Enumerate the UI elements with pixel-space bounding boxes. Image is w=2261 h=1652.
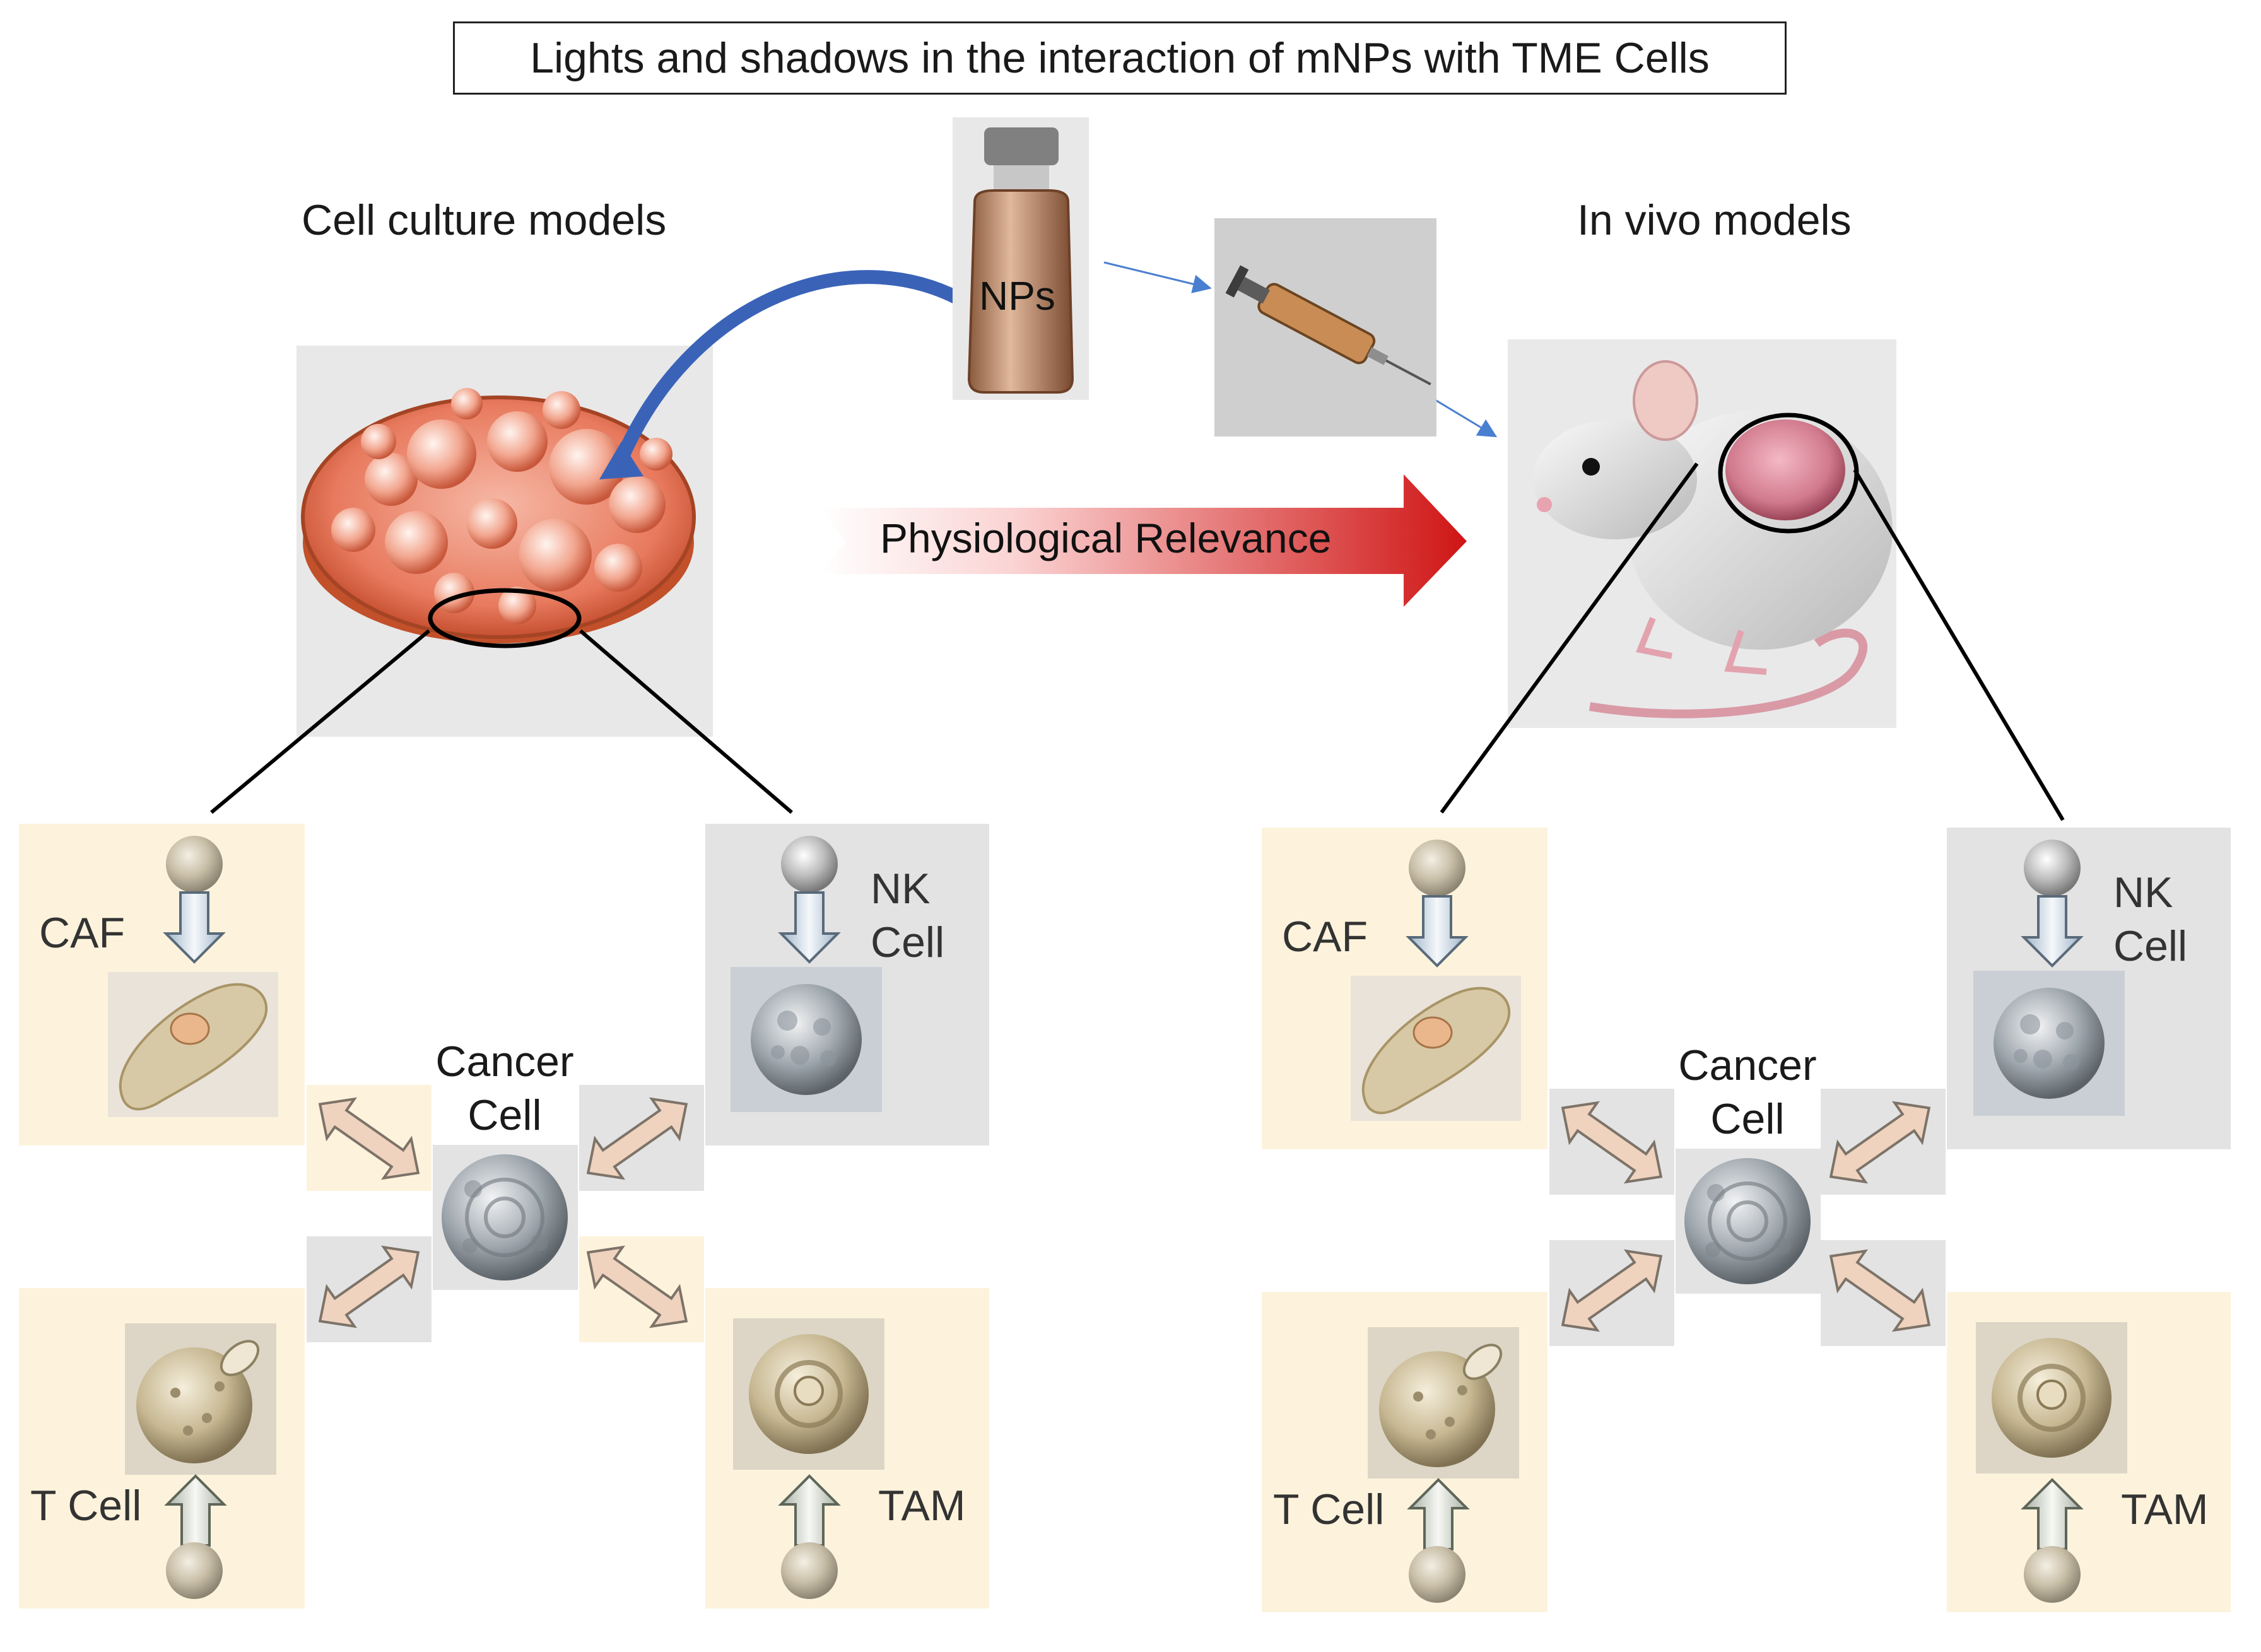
figure-title: Lights and shadows in the interaction of… — [453, 21, 1787, 95]
zoom-line-left-b — [579, 629, 793, 814]
arrow-np-to-caf-right — [1407, 895, 1467, 967]
syringe-illustration — [1214, 218, 1436, 436]
cancer-cell-image-left — [442, 1154, 568, 1280]
nk-label-right-line1: NK — [2113, 869, 2173, 917]
np-particle-caf-right — [1409, 840, 1465, 896]
arrow-np-to-nk-left — [780, 891, 839, 963]
cancer-cell-label-right-line1: Cancer — [1678, 1041, 1817, 1089]
np-particle-nk-right — [2024, 840, 2081, 896]
nk-label-right-line2: Cell — [2113, 922, 2188, 970]
cancer-cell-label-right-line2: Cell — [1710, 1095, 1785, 1143]
np-particle-nk-left — [781, 836, 838, 893]
tam-label-right: TAM — [2121, 1485, 2209, 1533]
zoom-line-right-a — [1440, 462, 1699, 814]
zoom-line-left-a — [210, 629, 430, 814]
np-particle-tcell-left — [166, 1542, 223, 1599]
cancer-cell-label-left-line1: Cancer — [435, 1038, 574, 1086]
arrow-np-to-nk-right — [2023, 895, 2082, 967]
double-arrow-tcell-cancer-right — [1547, 1235, 1676, 1346]
arrow-np-to-tam-right — [2023, 1479, 2082, 1550]
arrow-np-to-tcell-left — [166, 1475, 225, 1547]
cancer-cell-image-right — [1684, 1158, 1811, 1284]
arrow-np-to-caf-left — [165, 891, 224, 963]
arrow-np-to-tcell-right — [1409, 1479, 1468, 1550]
cell-culture-heading: Cell culture models — [302, 196, 667, 244]
tcell-image-left — [124, 1322, 278, 1476]
double-arrow-tam-cancer-right — [1816, 1235, 1944, 1346]
physiological-relevance-arrow — [820, 474, 1467, 607]
mouse-illustration — [1508, 339, 1896, 728]
double-arrow-tam-cancer-left — [573, 1231, 702, 1342]
tcell-image-right — [1366, 1326, 1520, 1480]
np-particle-caf-left — [166, 836, 223, 893]
nk-image-right — [1973, 971, 2125, 1116]
zoom-line-right-b — [1853, 469, 2065, 821]
vial-to-dish-arrowhead — [599, 442, 643, 479]
tam-image-right — [1976, 1322, 2127, 1473]
nk-label-left-line1: NK — [871, 865, 931, 913]
caf-label-left: CAF — [39, 909, 125, 957]
np-particle-tam-left — [781, 1542, 838, 1599]
nk-label-left-line2: Cell — [871, 918, 945, 966]
np-vial-illustration — [953, 117, 1089, 400]
arrow-np-to-tam-left — [780, 1475, 839, 1547]
caf-image-right — [1349, 975, 1522, 1122]
vial-label: NPs — [979, 273, 1055, 319]
tam-label-left: TAM — [878, 1482, 966, 1530]
tam-image-left — [733, 1318, 884, 1470]
double-arrow-tcell-cancer-left — [305, 1231, 433, 1342]
in-vivo-heading: In vivo models — [1577, 196, 1852, 244]
caf-label-right: CAF — [1282, 913, 1368, 961]
cancer-cell-label-left-line2: Cell — [467, 1091, 542, 1139]
np-particle-tcell-right — [1409, 1546, 1465, 1603]
caf-image-left — [107, 971, 279, 1118]
np-particle-tam-right — [2024, 1546, 2081, 1603]
tcell-label-right: T Cell — [1273, 1485, 1385, 1533]
tcell-label-left: T Cell — [30, 1482, 142, 1530]
vial-to-dish-arrow — [611, 270, 978, 470]
physiological-relevance-label: Physiological Relevance — [880, 515, 1332, 561]
vial-to-syringe-arrow — [1103, 261, 1212, 293]
petri-dish-illustration — [297, 346, 713, 737]
nk-image-left — [731, 967, 882, 1112]
